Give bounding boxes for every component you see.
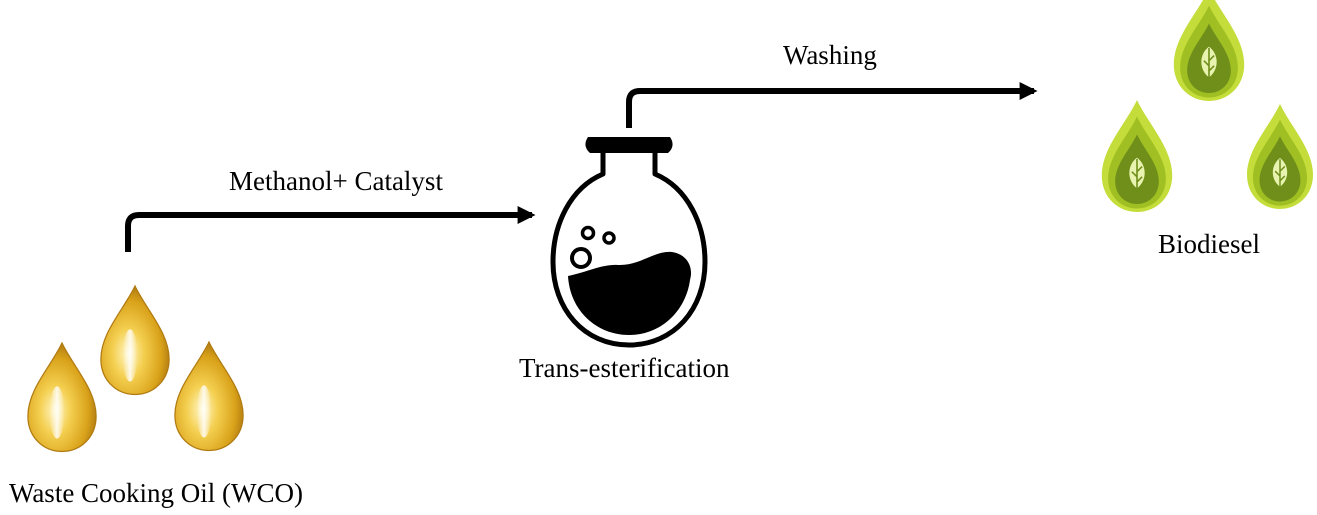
- biodiesel-label: Biodiesel: [1158, 229, 1260, 259]
- oil-drop-icon: [101, 286, 169, 395]
- oil-drop-icon: [28, 343, 96, 452]
- transesterification-label: Trans-esterification: [519, 353, 730, 383]
- leaf-drop-icon: [1173, 0, 1245, 101]
- biodiesel-drops-group: [1101, 0, 1313, 212]
- leaf-drop-icon: [1247, 104, 1313, 209]
- oil-drop-icon: [175, 342, 243, 451]
- arrow-washing: [626, 82, 1038, 128]
- arrow-methanol-catalyst: [125, 206, 536, 252]
- oil-drops-group: [28, 286, 243, 452]
- leaf-drop-icon: [1101, 100, 1173, 212]
- methanol-catalyst-label: Methanol+ Catalyst: [229, 166, 443, 196]
- washing-label: Washing: [783, 40, 877, 70]
- flask-icon: [550, 137, 708, 348]
- waste-cooking-oil-label: Waste Cooking Oil (WCO): [9, 478, 304, 508]
